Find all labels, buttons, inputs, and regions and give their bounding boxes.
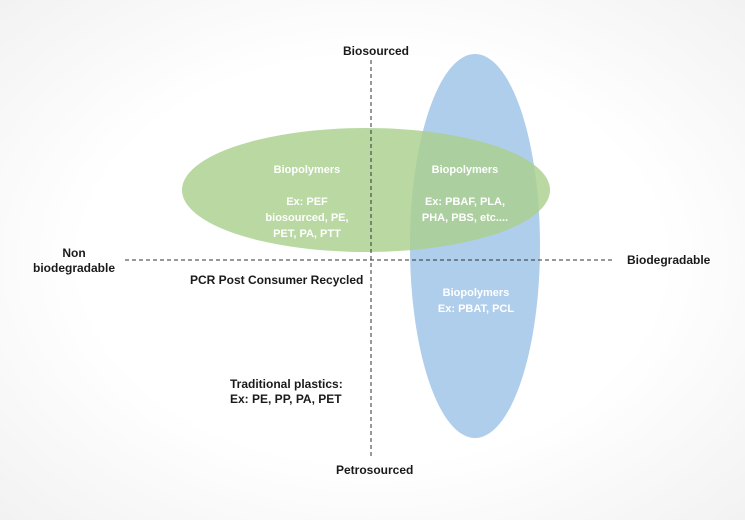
axis-label-left-line2: biodegradable: [33, 261, 116, 275]
traditional-plastics-label: Traditional plastics: Ex: PE, PP, PA, PE…: [230, 377, 343, 407]
blue-bottom-title: Biopolymers: [442, 287, 510, 299]
green-left-line: biosourced, PE,: [265, 212, 349, 224]
green-left-title: Biopolymers: [273, 164, 341, 176]
green-left-text: Biopolymers Ex: PEF biosourced, PE, PET,…: [250, 162, 364, 242]
green-left-line: Ex: PEF: [286, 196, 328, 208]
axis-label-left-line1: Non: [62, 246, 86, 260]
overlap-title: Biopolymers: [431, 164, 499, 176]
blue-bottom-line: Ex: PBAT, PCL: [437, 303, 515, 315]
overlap-line: Ex: PBAF, PLA,: [424, 196, 506, 208]
biosourced-ellipse: [182, 128, 550, 252]
blue-bottom-text: Biopolymers Ex: PBAT, PCL: [424, 285, 528, 317]
axis-label-top: Biosourced: [343, 44, 410, 58]
traditional-line2: Ex: PE, PP, PA, PET: [230, 392, 342, 406]
green-left-line: PET, PA, PTT: [273, 228, 341, 240]
overlap-line: PHA, PBS, etc....: [421, 212, 509, 224]
axis-label-left: Non biodegradable: [33, 246, 115, 276]
axis-label-bottom: Petrosourced: [336, 463, 414, 477]
overlap-text: Biopolymers Ex: PBAF, PLA, PHA, PBS, etc…: [413, 162, 517, 226]
axis-label-right: Biodegradable: [627, 253, 711, 267]
traditional-line1: Traditional plastics:: [230, 377, 343, 391]
pcr-label: PCR Post Consumer Recycled: [190, 273, 364, 287]
